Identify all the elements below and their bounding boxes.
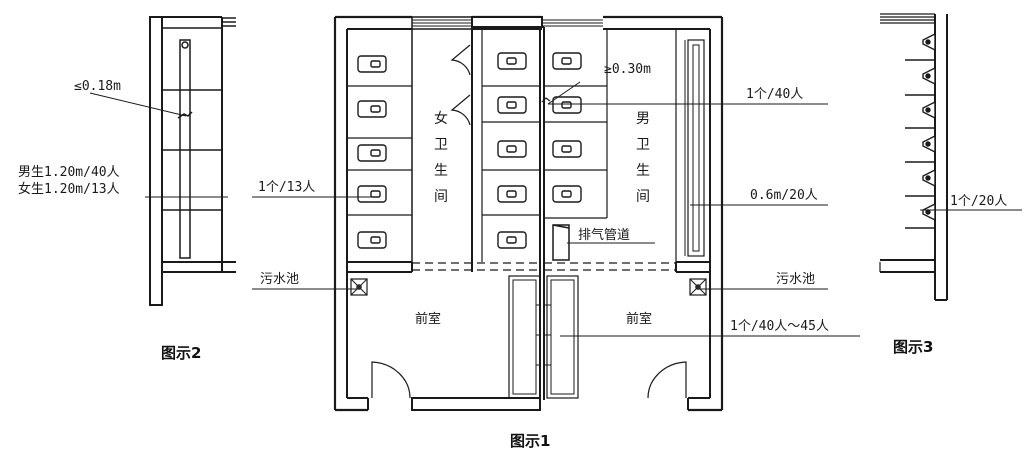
- door-left: [371, 361, 411, 399]
- fig1-caption: 图示1: [510, 432, 550, 450]
- men-toilets: [552, 52, 582, 203]
- exhaust-duct: [552, 224, 570, 261]
- partition-gap-label: ≥0.30m: [604, 62, 651, 77]
- fig2-ratio-female: 女生1.20m/13人: [18, 181, 120, 197]
- figure3-plan: [879, 13, 1022, 301]
- figure1-plan: [333, 15, 724, 412]
- wall-urinals: [922, 32, 936, 222]
- spacing-leader: [89, 92, 187, 117]
- mop-sink-left: [350, 278, 368, 296]
- mop-sink-label-right: 污水池: [776, 272, 815, 287]
- women-room-label-1: 女: [434, 110, 448, 127]
- fig3-caption: 图示3: [893, 338, 933, 356]
- anteroom-right-label: 前室: [626, 311, 652, 327]
- men-room-label-1: 男: [636, 111, 650, 127]
- fig2-spacing-label: ≤0.18m: [74, 79, 121, 94]
- door-right: [647, 361, 687, 399]
- women-toilets: [357, 52, 527, 249]
- figure2-plan: [89, 16, 236, 306]
- fig2-caption: 图示2: [161, 344, 201, 362]
- anteroom-left-label: 前室: [415, 311, 441, 327]
- fig2-ratio-male: 男生1.20m/40人: [18, 165, 120, 180]
- fig3-urinal-ratio: 1个/20人: [950, 194, 1007, 209]
- men-room-label-2: 卫: [636, 137, 650, 153]
- women-room-label-2: 卫: [434, 137, 448, 153]
- washbasin-ratio: 1个/40人～45人: [730, 319, 829, 334]
- toilet-ratio-men: 1个/40人: [746, 87, 803, 102]
- women-room-label-3: 生: [434, 163, 448, 179]
- toilet-ratio-women: 1个/13人: [258, 180, 315, 195]
- urinal-trough: [179, 39, 191, 259]
- women-room-label-4: 间: [434, 189, 448, 205]
- urinal-trough-ratio: 0.6m/20人: [750, 188, 818, 203]
- figure1-leaders: [252, 81, 860, 337]
- mop-sink-right: [689, 278, 707, 296]
- men-room-label-4: 间: [636, 189, 650, 205]
- exhaust-duct-label: 排气管道: [578, 227, 630, 243]
- mop-sink-label-left: 污水池: [260, 272, 299, 287]
- men-room-label-3: 生: [636, 163, 650, 179]
